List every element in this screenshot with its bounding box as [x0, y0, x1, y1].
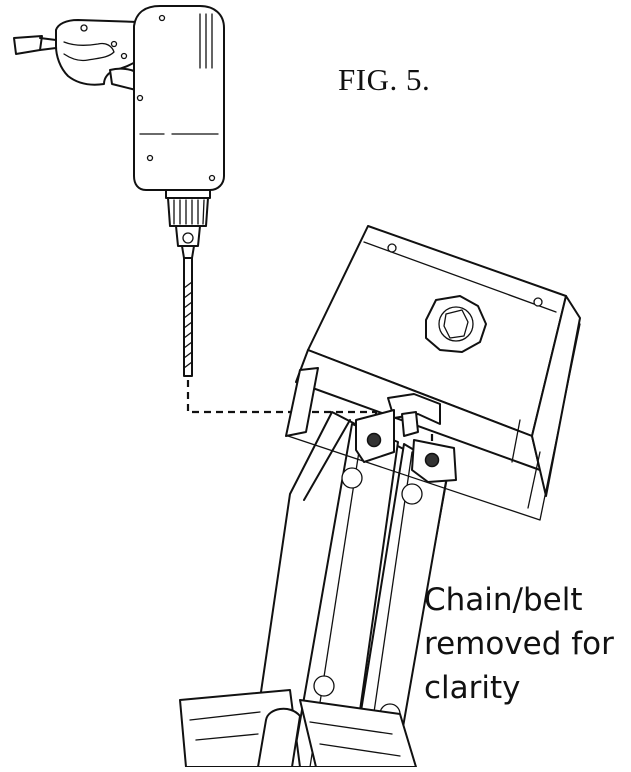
callout-line-3: clarity — [424, 670, 521, 706]
callout-line-2: removed for — [424, 626, 614, 662]
mount-hole-right — [424, 452, 440, 468]
drill-cord-end — [13, 35, 43, 55]
drill-vents — [199, 13, 213, 69]
drill-body — [133, 5, 225, 191]
drill-grip — [63, 41, 115, 62]
drill-collar — [165, 189, 211, 199]
bracket-left-lip — [285, 367, 319, 437]
base-post — [257, 707, 301, 768]
drive-nut-icon — [425, 295, 487, 353]
mount-hole-left — [366, 432, 382, 448]
mounting-bracket-icon — [179, 225, 581, 768]
figure-label: FIG. 5. — [338, 62, 431, 97]
callout-line-1: Chain/belt — [424, 582, 583, 618]
bracket-bottom-edge — [287, 323, 581, 521]
callout-note: Chain/belt removed for clarity — [424, 578, 614, 710]
drill-cord — [39, 37, 57, 51]
bracket-top-edge — [363, 241, 557, 313]
drill-trigger — [109, 67, 137, 91]
power-drill-icon — [13, 5, 225, 377]
bracket-side-flange — [531, 295, 581, 497]
